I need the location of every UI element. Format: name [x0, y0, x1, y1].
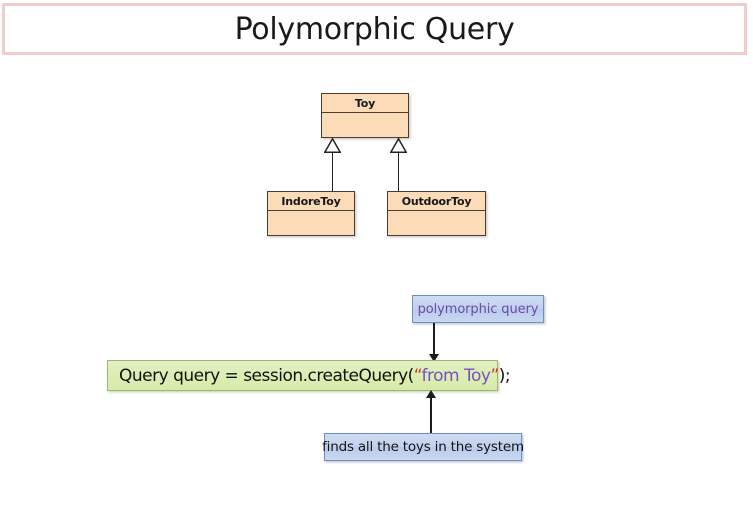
uml-class-outdoortoy[interactable]: OutdoorToy [387, 191, 486, 236]
callout-finds-all-toys[interactable]: finds all the toys in the system [322, 433, 524, 461]
code-segment-open-quote: “ [413, 365, 422, 386]
uml-class-outdoortoy-name: OutdoorToy [401, 194, 472, 208]
inheritance-arrowhead-outdoor [389, 137, 408, 153]
uml-class-outdoortoy-body [388, 211, 485, 235]
uml-class-toy-header: Toy [322, 94, 408, 113]
inheritance-line-outdoor [397, 152, 400, 191]
callout-polymorphic-query-label: polymorphic query [417, 301, 539, 317]
uml-class-toy-body [322, 113, 408, 137]
uml-class-indoretoy-header: IndoreToy [268, 192, 354, 211]
uml-class-toy[interactable]: Toy [321, 93, 409, 138]
code-snippet-text: Query query = session.createQuery(“from … [119, 365, 511, 386]
uml-class-outdoortoy-header: OutdoorToy [388, 192, 485, 211]
triangle-icon [389, 137, 408, 153]
callout-polymorphic-query[interactable]: polymorphic query [412, 295, 544, 323]
uml-class-indoretoy-body [268, 211, 354, 235]
triangle-icon [323, 137, 342, 153]
code-segment-tail: ); [498, 365, 511, 386]
inheritance-line-indore [331, 152, 334, 191]
arrow-head-top-callout [429, 354, 439, 362]
code-segment-close-quote: ” [490, 365, 499, 386]
uml-class-toy-name: Toy [354, 96, 376, 110]
page-title: Polymorphic Query [234, 11, 515, 47]
callout-finds-all-toys-label: finds all the toys in the system [322, 439, 524, 455]
code-snippet-box[interactable]: Query query = session.createQuery(“from … [107, 360, 511, 391]
arrow-head-bottom-callout [426, 390, 436, 398]
uml-class-indoretoy-name: IndoreToy [281, 194, 341, 208]
code-segment-0: Query query = session.createQuery( [119, 365, 414, 386]
arrow-shaft-top-callout [433, 323, 435, 356]
arrow-shaft-bottom-callout [430, 397, 432, 433]
inheritance-arrowhead-indore [323, 137, 342, 153]
uml-class-indoretoy[interactable]: IndoreToy [267, 191, 355, 236]
slide-title-box: Polymorphic Query [2, 3, 747, 55]
code-segment-hql: from Toy [421, 365, 491, 386]
